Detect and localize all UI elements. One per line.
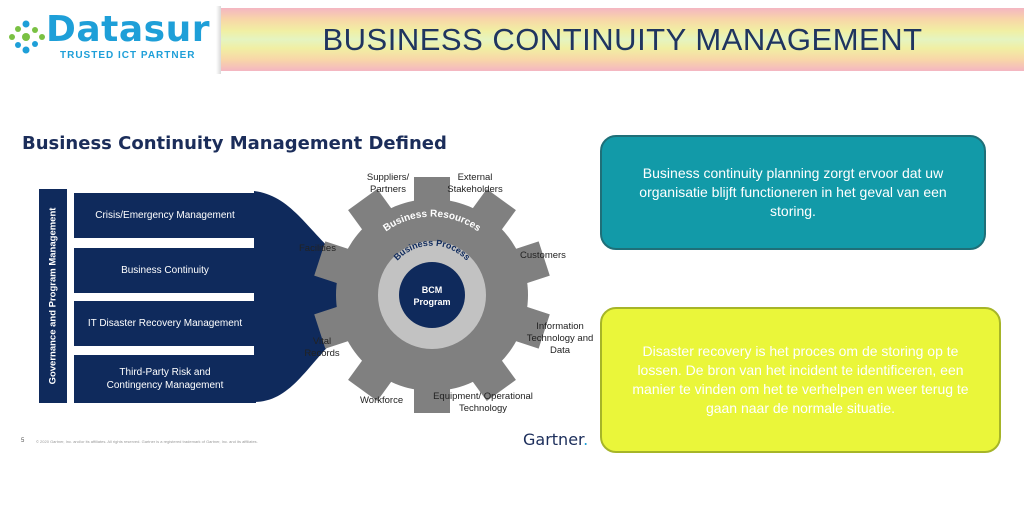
page-title: BUSINESS CONTINUITY MANAGEMENT <box>322 22 923 57</box>
label-information-technology: Information Technology and Data <box>526 321 594 356</box>
gartner-wordmark: Gartner <box>523 430 584 449</box>
diagram-title: Business Continuity Management Defined <box>22 133 447 154</box>
label-equipment: Equipment/ Operational Technology <box>433 391 533 414</box>
header-banner: BUSINESS CONTINUITY MANAGEMENT <box>221 8 1024 71</box>
banner-divider <box>216 6 221 74</box>
label-external-stakeholders: External Stakeholders <box>447 172 503 195</box>
row-crisis-management: Crisis/Emergency Management <box>74 193 256 238</box>
bcm-center-line2: Program <box>413 297 450 307</box>
label-facilities: Facilities <box>299 243 336 254</box>
datasur-logo[interactable]: Datasur TRUSTED ICT PARTNER <box>6 6 212 68</box>
label-workforce: Workforce <box>360 395 404 406</box>
recovery-info-text: Disaster recovery is het proces om de st… <box>632 343 969 416</box>
gartner-dot: . <box>583 430 589 449</box>
row-business-continuity: Business Continuity <box>74 248 256 293</box>
label-customers: Customers <box>520 250 566 261</box>
label-suppliers: Suppliers/ Partners <box>366 172 410 195</box>
recovery-info-box: Disaster recovery is het proces om de st… <box>600 307 1001 453</box>
logo-tagline: TRUSTED ICT PARTNER <box>60 50 196 61</box>
label-vital-records: Vital Records <box>304 336 340 359</box>
slide-number: 5 <box>21 438 25 444</box>
funnel-shape <box>254 191 380 402</box>
continuity-info-box: Business continuity planning zorgt ervoo… <box>600 135 986 250</box>
bcm-diagram-graphic: Business Resources Business Process BCM … <box>254 177 550 413</box>
continuity-info-text: Business continuity planning zorgt ervoo… <box>639 165 947 219</box>
governance-label: Governance and Program Management <box>47 207 59 385</box>
logo-wordmark: Datasur <box>46 9 210 50</box>
governance-bar <box>39 189 67 403</box>
row-third-party-risk: Third-Party Risk and Contingency Managem… <box>74 355 256 403</box>
bcm-center-line1: BCM <box>422 285 443 295</box>
logo-dots-icon <box>9 20 45 54</box>
gartner-logo: Gartner. <box>523 430 588 449</box>
copyright-text: © 2020 Gartner, Inc. and/or its affiliat… <box>36 439 258 444</box>
row-it-disaster-recovery: IT Disaster Recovery Management <box>74 301 256 346</box>
bcm-center <box>399 262 465 328</box>
